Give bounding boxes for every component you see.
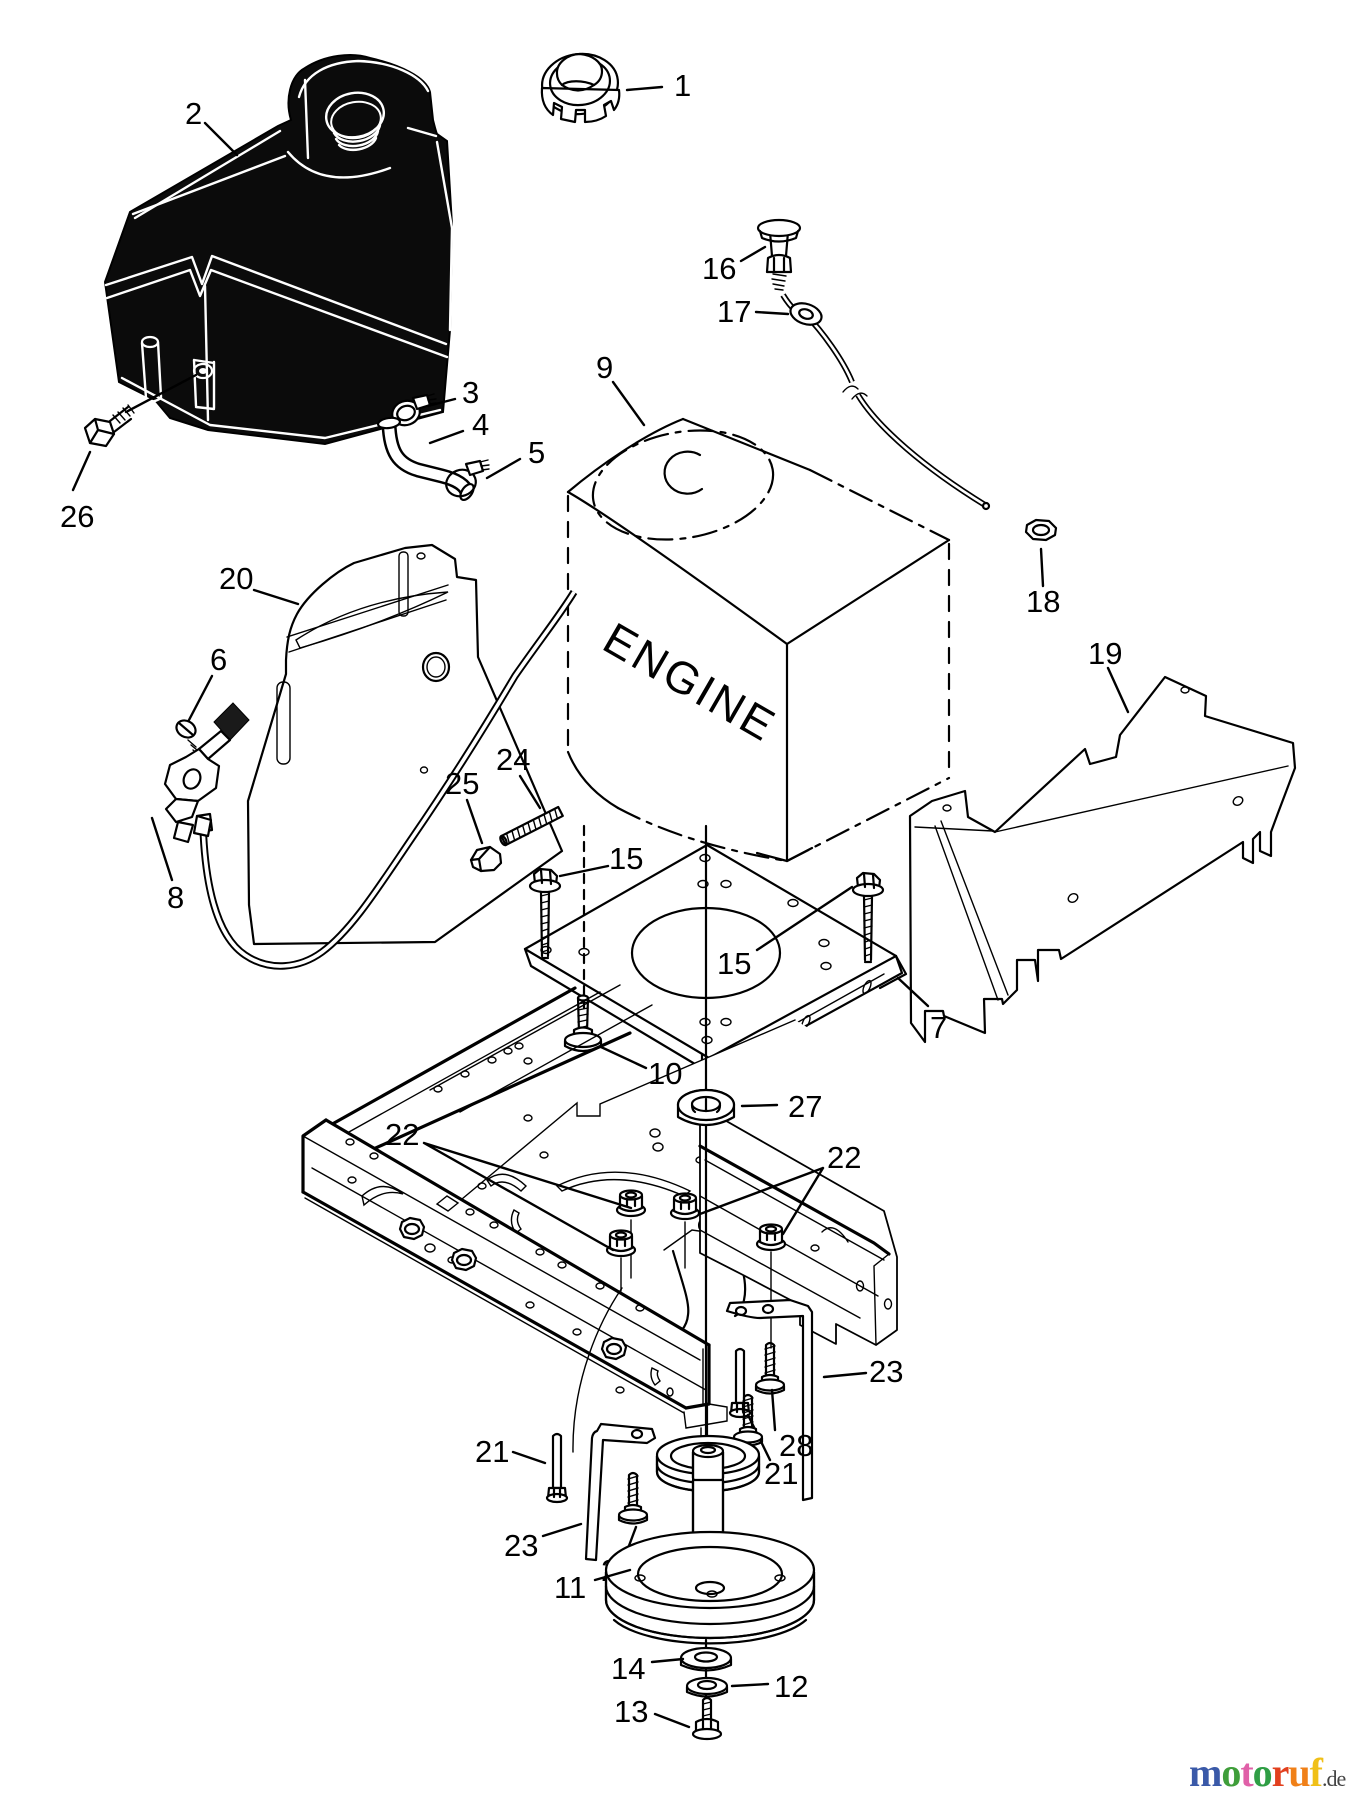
svg-text:12: 12 (774, 1669, 808, 1704)
svg-text:5: 5 (528, 435, 545, 470)
svg-text:10: 10 (648, 1056, 682, 1091)
svg-text:21: 21 (764, 1456, 798, 1491)
svg-text:7: 7 (930, 1010, 947, 1045)
svg-text:17: 17 (717, 294, 751, 329)
svg-text:23: 23 (869, 1354, 903, 1389)
svg-text:19: 19 (1088, 636, 1122, 671)
svg-text:24: 24 (496, 742, 530, 777)
svg-text:3: 3 (462, 375, 479, 410)
svg-text:25: 25 (445, 766, 479, 801)
svg-text:13: 13 (614, 1694, 648, 1729)
svg-text:1: 1 (674, 68, 691, 103)
svg-text:27: 27 (788, 1089, 822, 1124)
svg-text:20: 20 (219, 561, 253, 596)
svg-text:2: 2 (185, 96, 202, 131)
svg-text:14: 14 (611, 1651, 645, 1686)
svg-text:15: 15 (609, 841, 643, 876)
svg-text:motoruf.de: motoruf.de (1189, 1750, 1346, 1795)
svg-text:18: 18 (1026, 584, 1060, 619)
svg-text:6: 6 (210, 642, 227, 677)
svg-text:9: 9 (596, 350, 613, 385)
svg-text:15: 15 (717, 946, 751, 981)
svg-text:11: 11 (554, 1570, 586, 1605)
svg-text:8: 8 (167, 880, 184, 915)
svg-text:16: 16 (702, 251, 736, 286)
svg-text:22: 22 (385, 1117, 419, 1152)
svg-text:26: 26 (60, 499, 94, 534)
svg-text:4: 4 (472, 407, 489, 442)
svg-text:28: 28 (779, 1428, 813, 1463)
svg-text:23: 23 (504, 1528, 538, 1563)
svg-text:22: 22 (827, 1140, 861, 1175)
svg-text:21: 21 (475, 1434, 509, 1469)
